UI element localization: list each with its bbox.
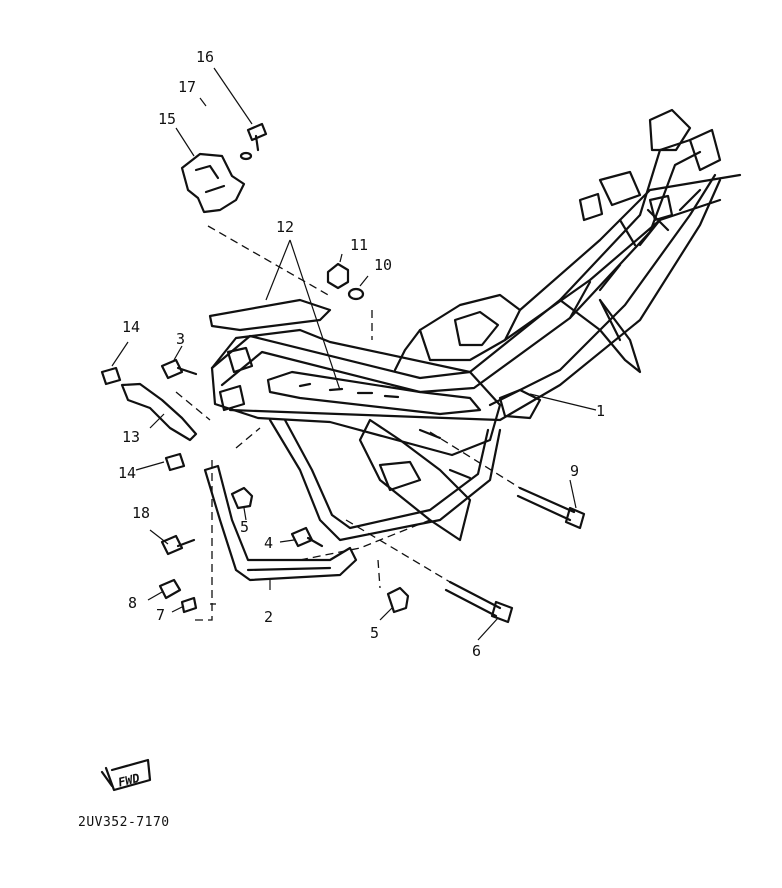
frame-guard-plate — [208, 298, 332, 332]
callout-15: 15 — [158, 110, 176, 128]
main-frame — [210, 108, 742, 542]
collar-8 — [158, 578, 182, 600]
callout-9: 9 — [570, 462, 579, 480]
callout-3: 3 — [176, 330, 185, 348]
callout-5-lower: 5 — [370, 624, 379, 642]
callout-17: 17 — [178, 78, 196, 96]
nut-5b — [386, 586, 410, 614]
callout-7: 7 — [156, 606, 165, 624]
callout-18: 18 — [132, 504, 150, 522]
part-code: 2UV352-7170 — [78, 815, 170, 830]
collar-14a — [100, 366, 122, 386]
callout-14-upper: 14 — [122, 318, 140, 336]
callout-11: 11 — [350, 236, 368, 254]
nut-5a — [230, 486, 254, 510]
bolt-4 — [290, 526, 324, 548]
callout-6: 6 — [472, 642, 481, 660]
collar-14b — [164, 452, 186, 472]
forward-arrow-icon — [100, 758, 152, 792]
washer-17 — [239, 151, 253, 161]
callout-12: 12 — [276, 218, 294, 236]
callout-1: 1 — [596, 402, 605, 420]
callout-8: 8 — [128, 594, 137, 612]
callout-10: 10 — [374, 256, 392, 274]
nut-11 — [326, 262, 350, 290]
callout-4: 4 — [264, 534, 273, 552]
bracket-assembly — [180, 152, 246, 214]
small-bracket — [120, 382, 198, 442]
bolt-9 — [516, 486, 586, 530]
callout-16: 16 — [196, 48, 214, 66]
engine-bracket — [203, 464, 358, 582]
bolt-18 — [160, 534, 196, 556]
callout-2: 2 — [264, 608, 273, 626]
washer-10 — [347, 287, 365, 301]
callout-13: 13 — [122, 428, 140, 446]
forward-marker-label: FWD — [117, 771, 141, 790]
callout-5-upper: 5 — [240, 518, 249, 536]
washer-7 — [180, 596, 198, 614]
bolt-16 — [246, 122, 268, 152]
callout-14-lower: 14 — [118, 464, 136, 482]
bolt-6 — [444, 580, 514, 624]
bolt-3 — [160, 358, 198, 380]
